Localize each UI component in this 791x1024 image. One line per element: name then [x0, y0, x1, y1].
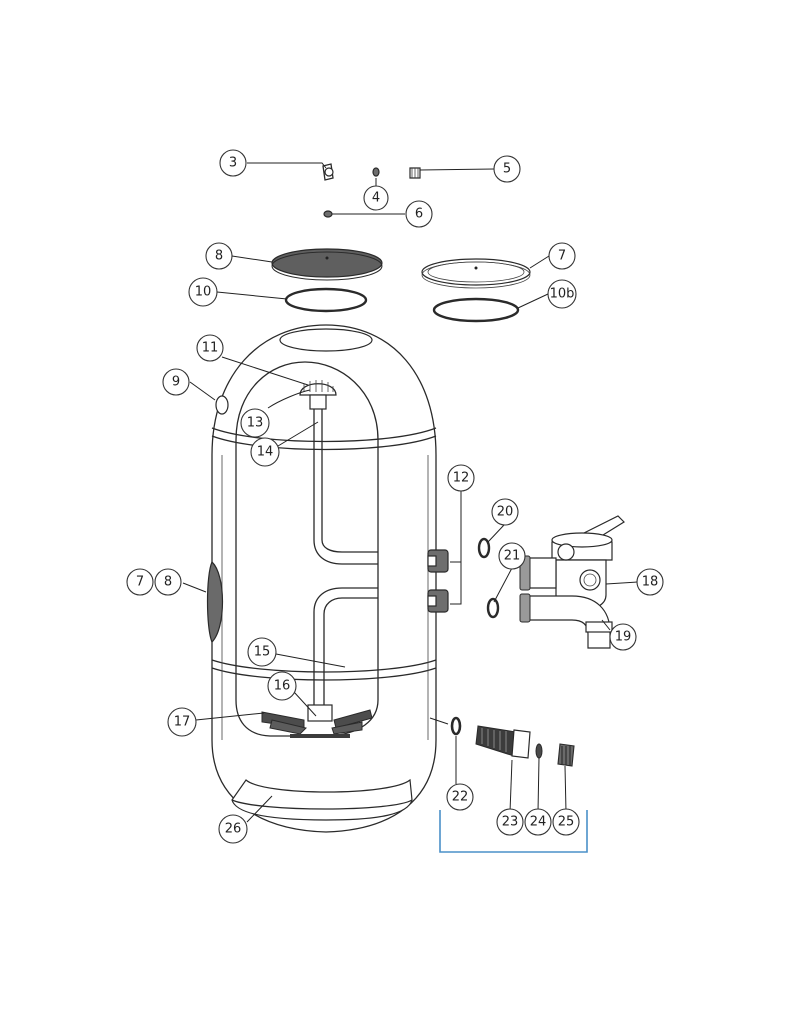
- callout-10: 10: [188, 277, 218, 307]
- part-12-tank-unions: [427, 549, 449, 613]
- svg-text:5: 5: [503, 162, 511, 177]
- callout-21: 21: [498, 542, 526, 570]
- part-24-oring: [535, 743, 543, 759]
- callout-8-side: 8: [154, 568, 182, 596]
- svg-text:20: 20: [497, 505, 514, 520]
- svg-text:6: 6: [415, 207, 423, 222]
- svg-text:7: 7: [136, 575, 144, 590]
- svg-text:4: 4: [372, 191, 380, 206]
- part-3-pressure-gauge: [322, 163, 334, 181]
- leader-lines: [182, 162, 638, 823]
- part-5-air-vent: [409, 167, 421, 179]
- svg-text:26: 26: [225, 822, 242, 837]
- part-10-lid-oring: [284, 287, 368, 313]
- svg-text:15: 15: [254, 645, 271, 660]
- callout-18: 18: [636, 568, 664, 596]
- svg-text:9: 9: [172, 375, 180, 390]
- svg-text:10b: 10b: [550, 287, 575, 302]
- part-4-oring: [372, 167, 380, 177]
- callout-6: 6: [405, 200, 433, 228]
- callout-25: 25: [552, 808, 580, 836]
- filter-tank: [206, 324, 437, 833]
- callout-11: 11: [196, 334, 224, 362]
- svg-text:24: 24: [530, 815, 547, 830]
- part-22-oring: [450, 716, 462, 736]
- callout-9: 9: [162, 368, 190, 396]
- callout-8-top: 8: [205, 242, 233, 270]
- part-10b-lid-oring: [432, 297, 520, 323]
- callout-3: 3: [219, 149, 247, 177]
- svg-text:10: 10: [195, 285, 212, 300]
- part-8-lid-top: [271, 248, 383, 281]
- svg-text:17: 17: [174, 715, 191, 730]
- callout-7-top: 7: [548, 242, 576, 270]
- svg-text:8: 8: [215, 249, 223, 264]
- internal-collector-pipe: [261, 380, 378, 738]
- callout-5: 5: [493, 155, 521, 183]
- svg-text:3: 3: [229, 156, 237, 171]
- part-7-lid-top: [421, 258, 531, 289]
- svg-text:7: 7: [558, 249, 566, 264]
- callout-12: 12: [447, 464, 475, 492]
- svg-text:14: 14: [257, 445, 274, 460]
- callout-24: 24: [524, 808, 552, 836]
- svg-text:11: 11: [202, 341, 219, 356]
- callout-13: 13: [240, 408, 270, 438]
- svg-text:18: 18: [642, 575, 659, 590]
- drain-kit-bracket: [439, 810, 588, 853]
- svg-text:8: 8: [164, 575, 172, 590]
- svg-text:12: 12: [453, 471, 470, 486]
- callout-23: 23: [496, 808, 524, 836]
- callout-16: 16: [267, 671, 297, 701]
- svg-text:19: 19: [615, 630, 632, 645]
- callout-17: 17: [167, 707, 197, 737]
- callout-7-side: 7: [126, 568, 154, 596]
- svg-text:22: 22: [452, 790, 469, 805]
- callout-26: 26: [218, 814, 248, 844]
- callout-10b: 10b: [547, 279, 577, 309]
- part-18-multiport-valve: [519, 515, 625, 649]
- svg-text:16: 16: [274, 679, 291, 694]
- part-21-oring: [486, 597, 500, 619]
- part-20-oring: [477, 537, 491, 559]
- part-23-drain-tube: [475, 725, 531, 759]
- callout-22: 22: [446, 783, 474, 811]
- svg-text:13: 13: [247, 416, 264, 431]
- svg-text:21: 21: [504, 549, 521, 564]
- part-26-base: [231, 778, 413, 821]
- callout-20: 20: [491, 498, 519, 526]
- part-25-drain-cap: [557, 743, 575, 767]
- callout-14: 14: [250, 437, 280, 467]
- callout-15: 15: [247, 637, 277, 667]
- svg-text:25: 25: [558, 815, 575, 830]
- callout-4: 4: [363, 185, 389, 211]
- part-6-plug: [323, 210, 333, 218]
- svg-text:23: 23: [502, 815, 519, 830]
- callout-19: 19: [609, 623, 637, 651]
